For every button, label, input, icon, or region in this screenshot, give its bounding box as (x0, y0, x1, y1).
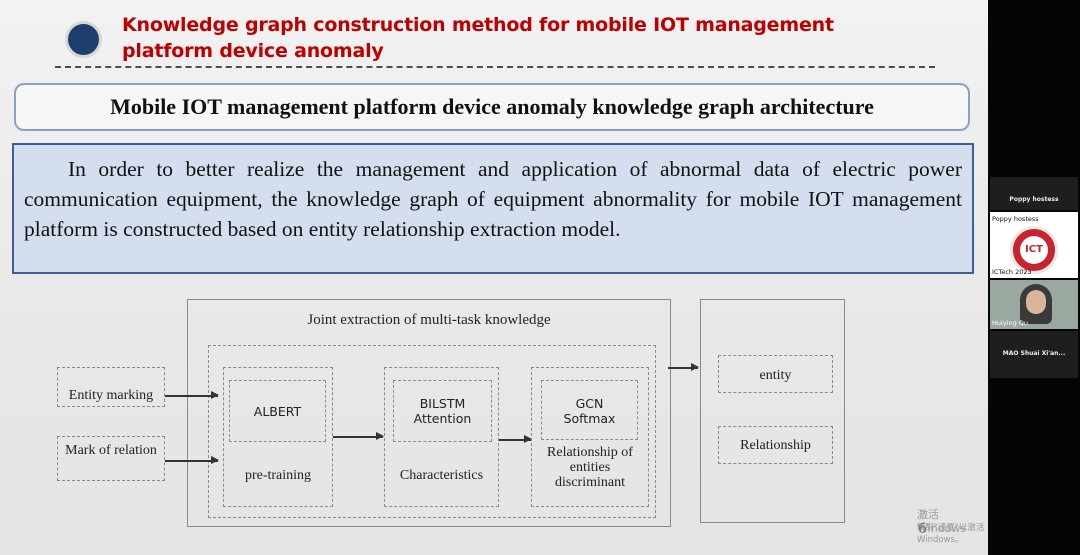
participant-tile[interactable]: Poppy hostess ICT ICTech 2023 (990, 212, 1078, 278)
gcn-softmax-label: GCN Softmax (563, 396, 616, 426)
mark-of-relation-box (57, 436, 165, 481)
description-box: In order to better realize the managemen… (12, 143, 974, 274)
arrow-to-output (668, 364, 699, 370)
windows-activation-title: 激活 Windows (917, 508, 967, 535)
gcn-inner-box (541, 380, 638, 440)
relationship-discriminant-label: Relationship of entities discriminant (547, 445, 633, 490)
arrow-albert-to-bilstm (333, 433, 384, 439)
participant-name: Poppy hostess (1009, 196, 1059, 203)
participant-name: MAO Shuai Xi'an... (1002, 350, 1066, 357)
bilstm-module (384, 367, 499, 507)
participant-name: ICTech 2023 (992, 268, 1032, 276)
joint-extraction-frame (187, 299, 671, 527)
subtitle-box: Mobile IOT management platform device an… (14, 83, 970, 131)
participant-tile[interactable]: Poppy hostess (990, 177, 1078, 210)
relationship-output-box (718, 426, 833, 464)
participant-face (1026, 290, 1046, 314)
participants-panel: Poppy hostess Poppy hostess ICT ICTech 2… (988, 0, 1080, 555)
title-bullet-icon (68, 24, 99, 55)
output-frame (700, 299, 845, 523)
joint-extraction-title: Joint extraction of multi-task knowledge (307, 312, 551, 328)
mark-of-relation-label: Mark of relation (65, 443, 157, 458)
entity-marking-label: Entity marking (68, 388, 154, 403)
bilstm-attention-label: BILSTM Attention (413, 396, 472, 426)
participant-label: Poppy hostess (992, 215, 1039, 223)
slide-subtitle: Mobile IOT management platform device an… (110, 94, 874, 119)
entity-marking-box (57, 367, 165, 407)
conference-logo-icon: ICT (1010, 226, 1058, 274)
bilstm-inner-box (393, 380, 492, 442)
arrow-relation-to-albert (165, 457, 219, 463)
characteristics-label: Characteristics (399, 468, 484, 483)
windows-activation-hint: 转到"设置"以激活 Windows。 (917, 523, 985, 545)
participant-tile[interactable]: MAO Shuai Xi'an... (990, 331, 1078, 378)
entity-output-label: entity (759, 368, 792, 383)
entity-output-box (718, 355, 833, 393)
participant-tile[interactable]: Huiying Qu (990, 280, 1078, 329)
pretraining-label: pre-training (244, 468, 312, 483)
architecture-diagram: Joint extraction of multi-task knowledge… (0, 288, 988, 533)
joint-extraction-inner-frame (208, 345, 656, 518)
gcn-module (531, 367, 649, 507)
albert-module (223, 367, 333, 507)
albert-inner-box (229, 380, 326, 442)
arrow-bilstm-to-gcn (499, 436, 532, 442)
relationship-output-label: Relationship (740, 438, 811, 453)
albert-label: ALBERT (253, 404, 302, 419)
presentation-slide: Knowledge graph construction method for … (0, 0, 988, 555)
title-divider (55, 66, 935, 68)
page-number: 6 (918, 521, 927, 537)
slide-title: Knowledge graph construction method for … (122, 14, 834, 62)
arrow-entity-to-albert (165, 392, 219, 398)
participant-name: Huiying Qu (992, 319, 1029, 327)
